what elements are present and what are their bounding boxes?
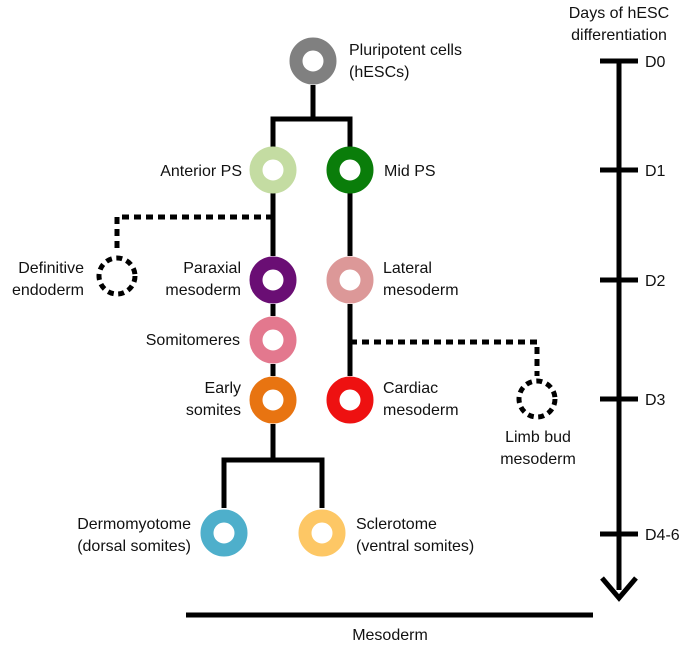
timeline-arrowhead xyxy=(600,576,638,602)
pluripotent-label-line2: (hESCs) xyxy=(349,64,409,81)
limb-bud-mesoderm-label-line2: mesoderm xyxy=(500,451,576,468)
sclerotome-label-line2: (ventral somites) xyxy=(356,538,474,555)
paraxial-mesoderm-label-line1: Paraxial xyxy=(183,260,241,277)
lateral-mesoderm-node xyxy=(326,256,374,304)
connector-somite-branch xyxy=(221,457,325,508)
paraxial-mesoderm-label-line2: mesoderm xyxy=(165,282,241,299)
early-somites-label-line1: Early xyxy=(205,380,241,397)
timeline: Days of hESC differentiation D0D1D2D3D4-… xyxy=(569,5,680,602)
dermomyotome-node xyxy=(200,509,248,557)
cell-nodes xyxy=(96,37,558,557)
definitive-endoderm-label-line2: endoderm xyxy=(12,282,84,299)
early-somites-node xyxy=(249,376,297,424)
limb-bud-mesoderm-label-line1: Limb bud xyxy=(505,429,571,446)
dashed-connector-limb-bud xyxy=(350,339,540,376)
mid-ps-node xyxy=(326,146,374,194)
early-somites-label-line2: somites xyxy=(186,402,241,419)
mid-ps-label: Mid PS xyxy=(384,163,436,180)
cardiac-mesoderm-label-line1: Cardiac xyxy=(383,380,438,397)
paraxial-mesoderm-node xyxy=(249,256,297,304)
definitive-endoderm-label-line1: Definitive xyxy=(18,260,84,277)
definitive-endoderm-node xyxy=(96,255,138,297)
dermomyotome-label-line1: Dermomyotome xyxy=(77,516,191,533)
dashed-connectors xyxy=(114,214,540,376)
anterior-ps-label: Anterior PS xyxy=(160,163,242,180)
anterior-ps-node xyxy=(249,146,297,194)
limb-bud-mesoderm-node xyxy=(516,378,558,420)
timeline-title-line2: differentiation xyxy=(571,27,667,44)
node-labels: Pluripotent cells (hESCs) Anterior PS Mi… xyxy=(12,42,576,555)
somitomeres-node xyxy=(249,316,297,364)
dashed-connector-endoderm xyxy=(114,214,273,252)
timeline-day-label-d2: D2 xyxy=(645,273,666,290)
mesoderm-label: Mesoderm xyxy=(352,627,428,644)
timeline-day-label-d4-6: D4-6 xyxy=(645,527,680,544)
lateral-mesoderm-label-line2: mesoderm xyxy=(383,282,459,299)
sclerotome-node xyxy=(298,509,346,557)
cardiac-mesoderm-node xyxy=(326,376,374,424)
footer: Mesoderm xyxy=(186,612,593,644)
sclerotome-label-line1: Sclerotome xyxy=(356,516,437,533)
lateral-mesoderm-label-line1: Lateral xyxy=(383,260,432,277)
timeline-day-label-d3: D3 xyxy=(645,392,666,409)
pluripotent-label-line1: Pluripotent cells xyxy=(349,42,462,59)
connector-ps-branch xyxy=(270,116,353,147)
timeline-title-line1: Days of hESC xyxy=(569,5,669,22)
somitomeres-label: Somitomeres xyxy=(146,332,240,349)
timeline-day-label-d0: D0 xyxy=(645,54,666,71)
timeline-day-label-d1: D1 xyxy=(645,163,666,180)
dermomyotome-label-line2: (dorsal somites) xyxy=(77,538,191,555)
pluripotent-node xyxy=(289,37,337,85)
cardiac-mesoderm-label-line2: mesoderm xyxy=(383,402,459,419)
